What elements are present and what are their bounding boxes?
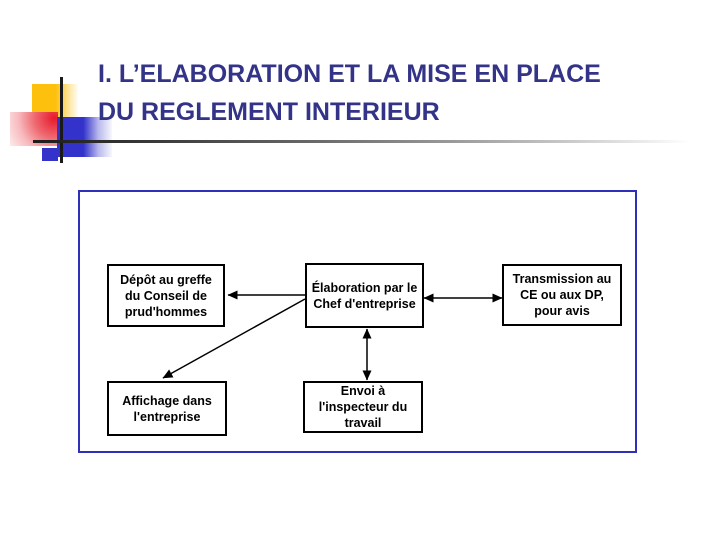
node-envoi-inspecteur: Envoi à l'inspecteur du travail [303,381,423,433]
node-label: Envoi à l'inspecteur du travail [318,384,408,430]
diagram-arrows [162,290,503,381]
decor-blue-square-small [42,148,58,161]
decor-blue-square [57,117,112,157]
node-affichage-entreprise: Affichage dans l'entreprise [107,381,227,436]
node-label: Transmission au CE ou aux DP, pour avis [512,272,612,318]
node-transmission-ce-dp: Transmission au CE ou aux DP, pour avis [502,264,622,326]
decor-horizontal-rule [33,140,710,143]
diagram-panel: Dépôt au greffe du Conseil de prud'homme… [78,190,637,453]
page-title: I. L’ELABORATION ET LA MISE EN PLACE DU … [98,60,601,126]
decor-vertical-line [60,77,63,163]
node-label: Affichage dans l'entreprise [122,393,212,424]
arrow-elaboration-to-affichage [162,298,306,379]
node-elaboration-chef-entreprise: Élaboration par le Chef d'entreprise [305,263,424,328]
node-label: Dépôt au greffe du Conseil de prud'homme… [120,272,212,319]
node-label: Élaboration par le Chef d'entreprise [311,280,418,311]
node-depot-greffe: Dépôt au greffe du Conseil de prud'homme… [107,264,225,327]
